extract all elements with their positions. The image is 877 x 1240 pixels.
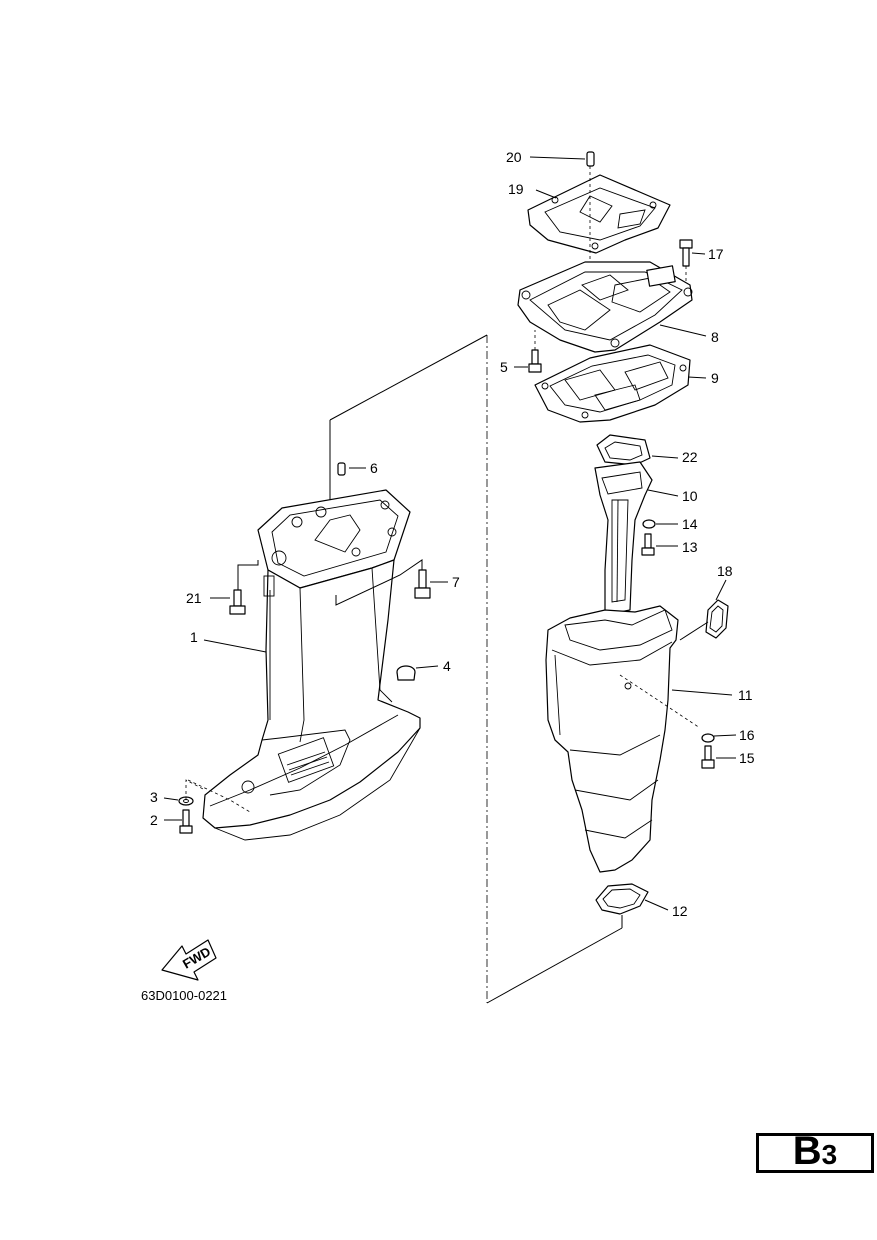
callout-1: 1 bbox=[190, 629, 198, 645]
callout-18: 18 bbox=[717, 563, 733, 579]
expansion-chamber-part-11 bbox=[545, 605, 733, 873]
pin-part-20 bbox=[529, 151, 595, 167]
callout-22: 22 bbox=[682, 449, 698, 465]
callout-11: 11 bbox=[738, 687, 753, 703]
washer-part-14 bbox=[642, 519, 678, 529]
callout-5: 5 bbox=[500, 359, 508, 375]
callout-13: 13 bbox=[682, 539, 698, 555]
callout-4: 4 bbox=[443, 658, 451, 674]
callout-6: 6 bbox=[370, 460, 378, 476]
callout-21: 21 bbox=[186, 590, 202, 606]
plug-part-4 bbox=[396, 665, 439, 681]
callout-8: 8 bbox=[711, 329, 719, 345]
bolt-part-13 bbox=[641, 533, 678, 556]
page-index-box: B 3 bbox=[756, 1129, 874, 1173]
dowel-pin-part-6 bbox=[337, 462, 366, 476]
seal-part-12 bbox=[595, 883, 669, 915]
callout-20: 20 bbox=[506, 149, 522, 165]
callout-10: 10 bbox=[682, 488, 698, 504]
washer-part-16 bbox=[701, 733, 737, 743]
gasket-part-9 bbox=[534, 344, 707, 423]
bolt-part-5 bbox=[514, 330, 542, 373]
bolt-part-15 bbox=[701, 745, 736, 769]
callout-9: 9 bbox=[711, 370, 719, 386]
bolt-part-2 bbox=[164, 809, 193, 834]
exhaust-manifold-part-10 bbox=[594, 461, 679, 616]
callout-14: 14 bbox=[682, 516, 698, 532]
washer-part-3 bbox=[163, 796, 194, 806]
fwd-arrow-icon: FWD bbox=[161, 939, 217, 981]
page-index-number: 3 bbox=[821, 1139, 838, 1170]
callout-19: 19 bbox=[508, 181, 524, 197]
callout-17: 17 bbox=[708, 246, 724, 262]
upper-casing-part-1 bbox=[187, 489, 421, 841]
callout-12: 12 bbox=[672, 903, 688, 919]
callout-3: 3 bbox=[150, 789, 158, 805]
gasket-part-22 bbox=[596, 434, 679, 466]
callout-labels: 1 2 3 4 5 6 7 8 9 10 11 12 13 14 15 16 1… bbox=[150, 149, 755, 919]
bolt-part-17 bbox=[679, 239, 706, 292]
exhaust-guide-part-8 bbox=[517, 261, 707, 353]
callout-2: 2 bbox=[150, 812, 158, 828]
callout-16: 16 bbox=[739, 727, 755, 743]
seal-part-18 bbox=[679, 579, 729, 641]
page-index-letter: B bbox=[792, 1129, 822, 1173]
bolt-part-21 bbox=[210, 560, 259, 615]
gasket-part-19 bbox=[527, 166, 671, 278]
drawing-code: 63D0100-0221 bbox=[141, 988, 227, 1003]
callout-7: 7 bbox=[452, 574, 460, 590]
bolt-part-7 bbox=[335, 559, 448, 606]
callout-15: 15 bbox=[739, 750, 755, 766]
